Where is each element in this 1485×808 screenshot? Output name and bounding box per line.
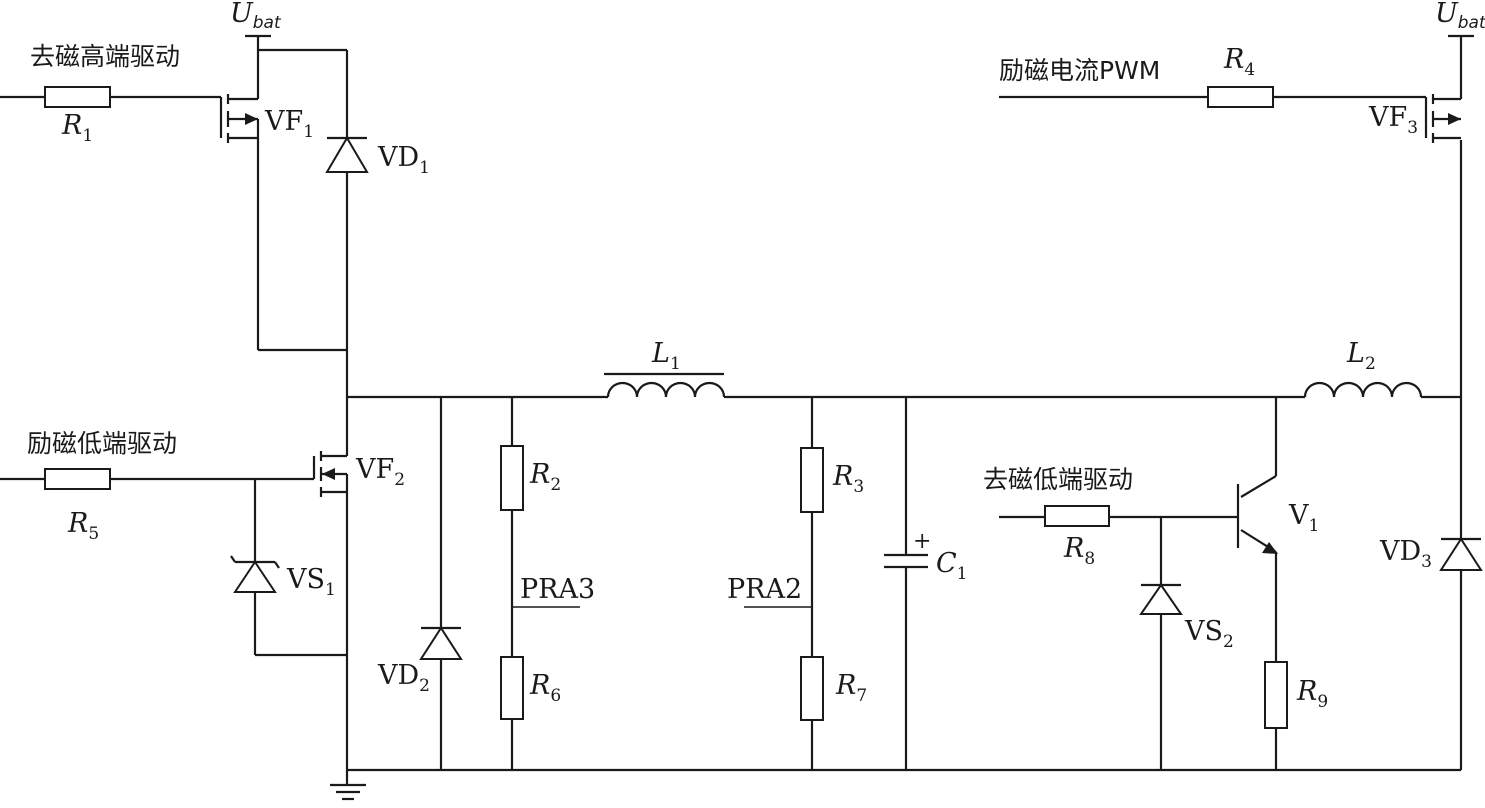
label-vd2: VD2 bbox=[377, 660, 430, 696]
label-r4: R4 bbox=[1223, 44, 1255, 80]
resistor-r2 bbox=[500, 445, 524, 511]
label-vd1: VD1 bbox=[377, 142, 430, 178]
label-r3: R3 bbox=[832, 461, 864, 497]
label-vf3: VF3 bbox=[1368, 102, 1418, 138]
transistor-v1 bbox=[1236, 484, 1278, 562]
label-vf2: VF2 bbox=[355, 454, 405, 490]
label-pra2: PRA2 bbox=[727, 574, 802, 605]
ground-symbol bbox=[330, 770, 366, 801]
label-r5: R5 bbox=[67, 508, 99, 544]
label-ubat-left: Ubat bbox=[230, 0, 282, 33]
label-demag-low-drive: 去磁低端驱动 bbox=[983, 465, 1133, 494]
label-pra3: PRA3 bbox=[520, 574, 595, 605]
zener-vs1 bbox=[230, 555, 280, 593]
capacitor-c1 bbox=[884, 553, 928, 569]
resistor-r4 bbox=[1207, 86, 1274, 108]
label-r7: R7 bbox=[835, 670, 867, 706]
resistor-r5 bbox=[44, 468, 111, 490]
diode-vd1 bbox=[325, 136, 369, 173]
label-demag-high-drive: 去磁高端驱动 bbox=[30, 42, 180, 71]
resistor-r3 bbox=[800, 447, 824, 513]
resistor-r6 bbox=[500, 656, 524, 720]
label-r8: R8 bbox=[1063, 533, 1095, 569]
inductor-l2 bbox=[1303, 381, 1423, 398]
label-r9: R9 bbox=[1296, 676, 1328, 712]
label-v1: V1 bbox=[1288, 500, 1319, 536]
resistor-r9 bbox=[1264, 661, 1288, 729]
resistor-r7 bbox=[800, 656, 824, 721]
label-vf1: VF1 bbox=[264, 106, 314, 142]
label-c1: C1 bbox=[936, 548, 968, 584]
diode-vd3 bbox=[1439, 537, 1483, 571]
label-l2: L2 bbox=[1346, 338, 1376, 374]
label-vs2: VS2 bbox=[1184, 616, 1234, 652]
label-r6: R6 bbox=[529, 670, 561, 706]
wires bbox=[0, 34, 1474, 772]
resistor-r1 bbox=[44, 86, 111, 108]
diode-vd2 bbox=[419, 626, 463, 660]
label-l1: L1 bbox=[651, 338, 681, 374]
label-r2: R2 bbox=[529, 459, 561, 495]
mosfet-vf1 bbox=[226, 92, 260, 143]
mosfet-vf3 bbox=[1431, 92, 1463, 143]
label-r1: R1 bbox=[61, 110, 93, 146]
label-vs1: VS1 bbox=[286, 564, 336, 600]
label-vd3: VD3 bbox=[1379, 536, 1432, 572]
label-excite-low-drive: 励磁低端驱动 bbox=[27, 429, 177, 458]
zener-vs2 bbox=[1139, 583, 1183, 615]
mosfet-vf2 bbox=[319, 451, 349, 504]
inductor-l1 bbox=[604, 372, 726, 398]
label-ubat-right: Ubat bbox=[1435, 0, 1485, 33]
label-excite-current-pwm: 励磁电流PWM bbox=[999, 56, 1160, 85]
capacitor-polarity-mark: + bbox=[913, 529, 931, 554]
resistor-r8 bbox=[1044, 505, 1110, 527]
